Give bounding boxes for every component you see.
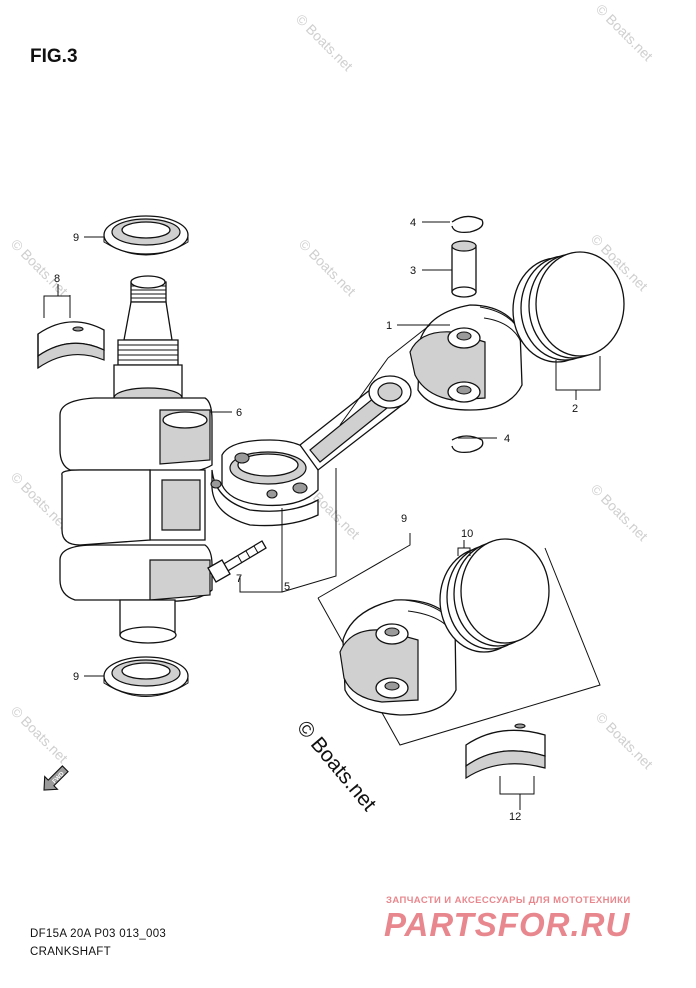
callout-2: 2: [572, 403, 578, 415]
watermark: © Boats.net: [293, 11, 356, 74]
crankshaft: [59, 275, 213, 644]
copyright-label: © Boats.net: [292, 716, 380, 815]
watermark: © Boats.net: [593, 1, 656, 64]
callout-5: 5: [284, 581, 290, 593]
piston-pin: [451, 240, 477, 298]
shop-subtitle: ЗАПЧАСТИ И АКСЕССУАРЫ ДЛЯ МОТОТЕХНИКИ: [386, 895, 631, 906]
watermark-group: © Boats.net © Boats.net © Boats.net © Bo…: [8, 1, 656, 772]
watermark: © Boats.net: [8, 703, 71, 766]
watermark: © Boats.net: [593, 709, 656, 772]
watermark: © Boats.net: [296, 236, 359, 299]
callout-9-upper: 9: [73, 232, 79, 244]
fwd-direction-arrow: FWD: [43, 765, 69, 791]
crank-bearing-left: [37, 295, 105, 370]
callout-12: 12: [509, 811, 521, 823]
callout-4-lower: 4: [504, 433, 510, 445]
callout-8: 8: [54, 273, 60, 285]
oil-seal-lower: [103, 656, 189, 697]
callout-4-upper: 4: [410, 217, 416, 229]
connecting-rod: [210, 375, 412, 527]
oil-seal-upper: [103, 215, 189, 256]
leader-lines: [43, 221, 601, 810]
shop-logo: PARTSFOR.RU: [384, 906, 631, 943]
piston-ring-set: [512, 251, 625, 363]
conrod-bearing: [465, 723, 546, 780]
conrod-bolt: [207, 540, 267, 583]
piston-pin-clip-lower: [451, 435, 484, 454]
callout-1: 1: [386, 320, 392, 332]
callout-11: 10: [461, 528, 473, 540]
callout-6: 7: [236, 573, 242, 585]
callout-7: 6: [236, 407, 242, 419]
callout-10: 9: [401, 513, 407, 525]
callout-3: 3: [410, 265, 416, 277]
watermark: © Boats.net: [8, 236, 71, 299]
figure-title: FIG.3: [30, 46, 78, 67]
piston-pin-clip-upper: [451, 215, 484, 234]
piston: [409, 304, 523, 411]
diagram-code: DF15A 20A P03 013_003: [30, 928, 167, 940]
diagram-name: CRANKSHAFT: [30, 946, 111, 958]
callout-9-lower: 9: [73, 671, 79, 683]
watermark: © Boats.net: [588, 481, 651, 544]
oversize-piston-kit: [317, 533, 601, 746]
